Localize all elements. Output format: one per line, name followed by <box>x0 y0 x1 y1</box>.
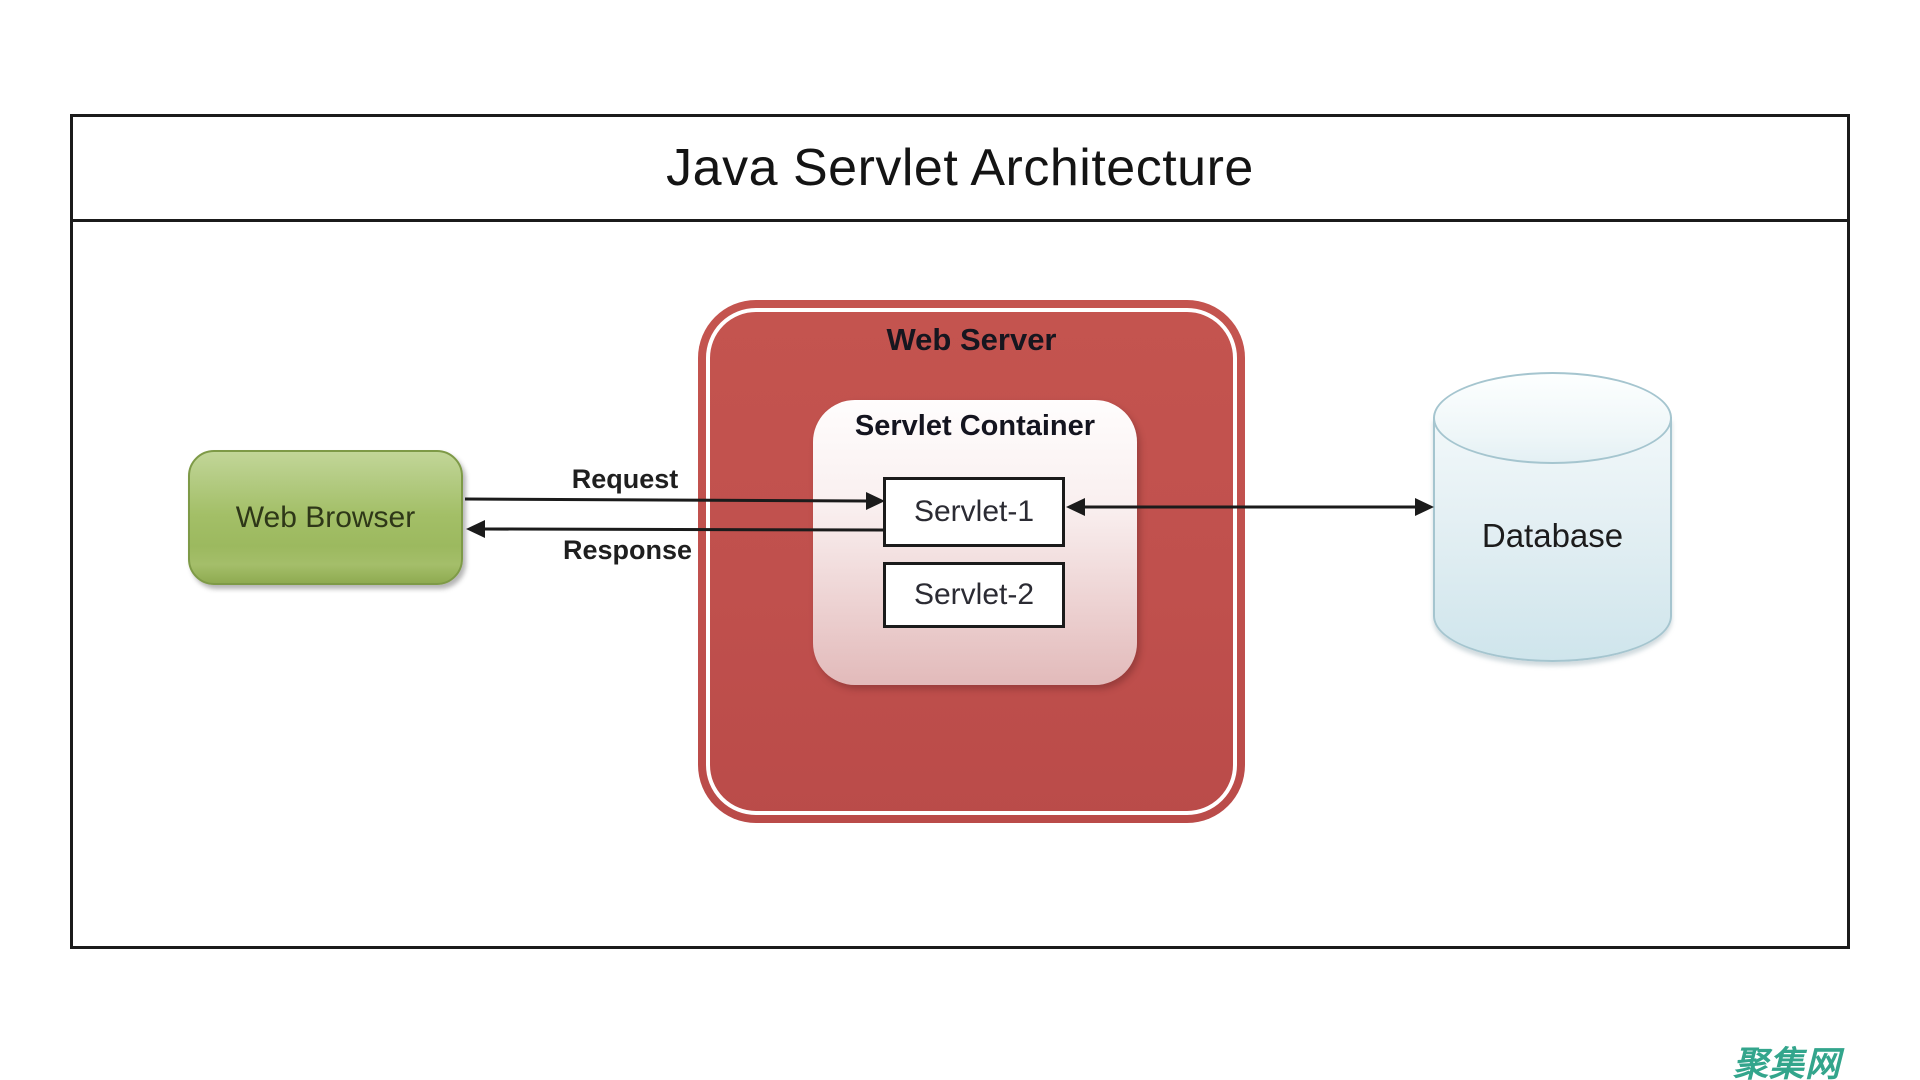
database-node: Database <box>1433 372 1672 662</box>
web-browser-label: Web Browser <box>235 500 416 534</box>
web-server-inner-ring <box>706 308 1237 815</box>
title-strip: Java Servlet Architecture <box>73 117 1847 222</box>
database-label: Database <box>1481 517 1624 554</box>
request-edge-label: Request <box>571 464 679 494</box>
response-edge-label: Response <box>562 535 693 565</box>
servlet-container-label: Servlet Container <box>854 410 1096 442</box>
web-browser-node: Web Browser <box>188 450 463 585</box>
servlet-1-label: Servlet-1 <box>913 495 1035 528</box>
servlet-container-node: Servlet Container Servlet-1 Servlet-2 <box>813 400 1137 685</box>
diagram-title: Java Servlet Architecture <box>666 139 1254 197</box>
servlet-1-node: Servlet-1 <box>883 477 1065 547</box>
web-server-node: Web Server Servlet Container Servlet-1 S… <box>698 300 1245 823</box>
web-server-label: Web Server <box>886 322 1057 357</box>
servlet-2-label: Servlet-2 <box>913 578 1035 611</box>
database-cylinder-top <box>1433 372 1672 464</box>
servlet-2-node: Servlet-2 <box>883 562 1065 628</box>
watermark-text: 聚集网 <box>1733 1045 1842 1080</box>
